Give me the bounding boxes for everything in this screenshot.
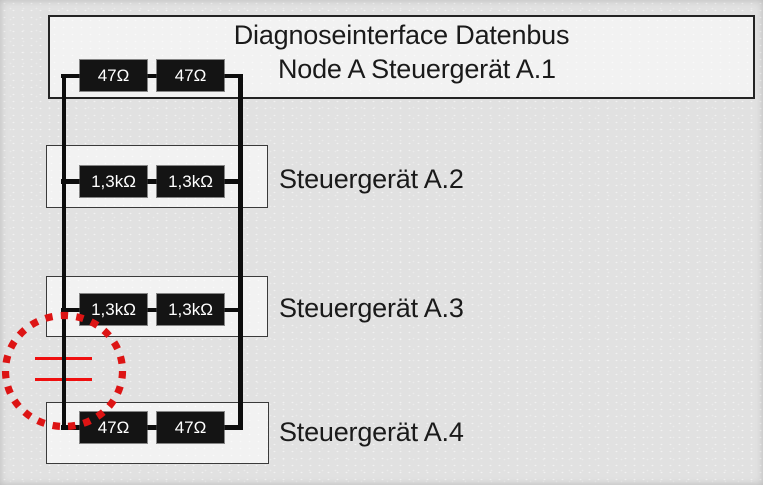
bus-wire-row-2: [61, 179, 243, 184]
bus-wire-vertical-left: [61, 73, 66, 430]
resistor: 1,3kΩ: [157, 294, 224, 325]
diagram-title: Diagnoseinterface Datenbus: [233, 20, 570, 50]
node-a2-label: Steuergerät A.2: [279, 164, 464, 194]
node-a4-label: Steuergerät A.4: [279, 417, 464, 447]
node-a3-label: Steuergerät A.3: [279, 293, 464, 323]
resistor: 47Ω: [157, 412, 224, 443]
bus-wire-row-1: [61, 73, 243, 78]
resistor: 47Ω: [80, 60, 147, 91]
resistor: 1,3kΩ: [157, 165, 224, 197]
bus-wire-row-4: [61, 425, 243, 430]
resistor: 1,3kΩ: [80, 294, 147, 325]
resistor: 47Ω: [157, 60, 224, 91]
resistor: 1,3kΩ: [80, 165, 147, 197]
node-a1-label: Node A Steuergerät A.1: [278, 54, 556, 84]
bus-wire-vertical-right: [238, 73, 243, 430]
resistor: 47Ω: [80, 412, 147, 443]
bus-wire-row-3: [61, 307, 243, 312]
